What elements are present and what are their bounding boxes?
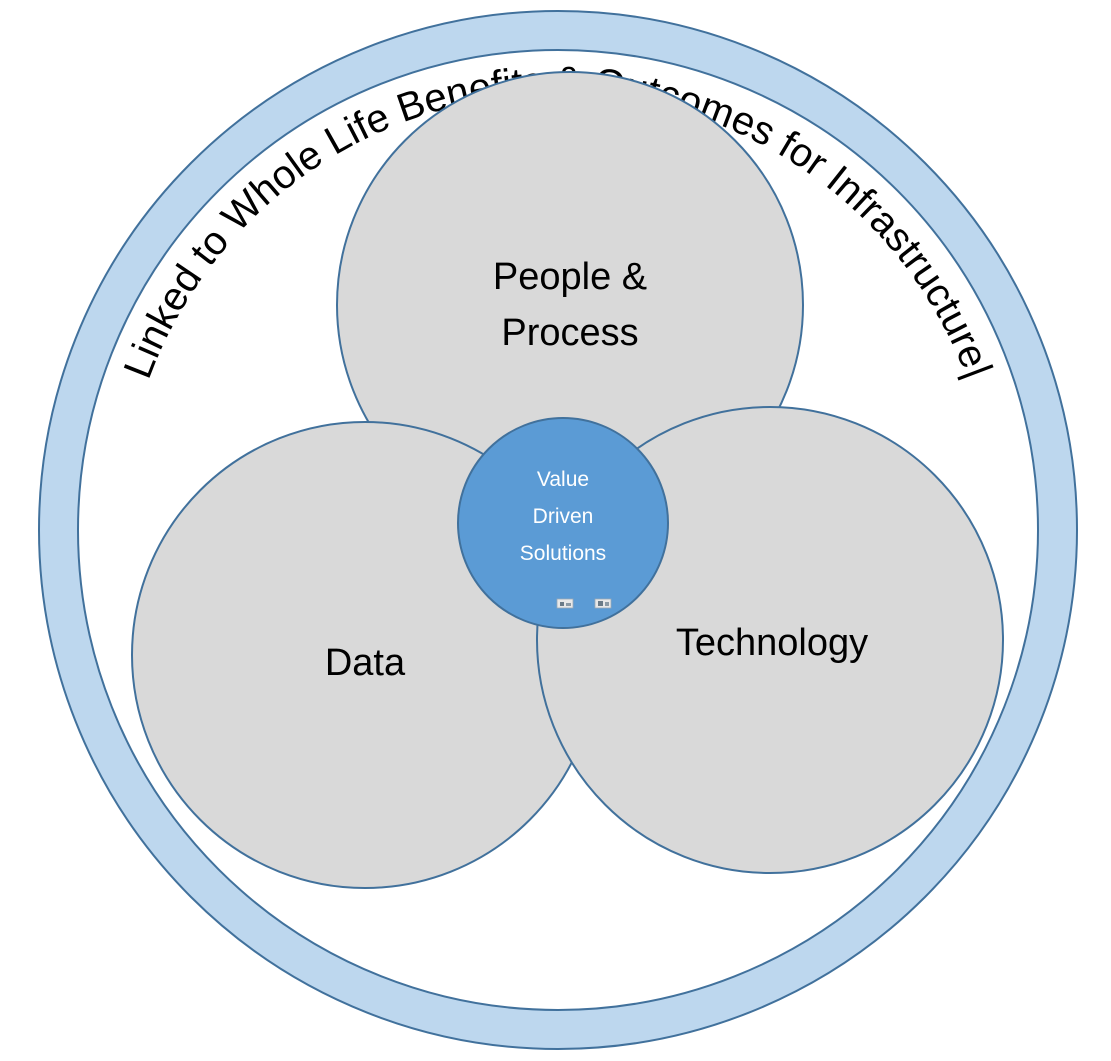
image-icon <box>594 598 612 609</box>
image-icon <box>556 598 574 609</box>
data-label: Data <box>325 642 406 684</box>
center-label-line3: Solutions <box>520 542 606 565</box>
center-label-line2: Driven <box>533 505 594 528</box>
center-circle-group: Value Driven Solutions <box>457 417 669 629</box>
people-process-label-line2: Process <box>501 312 638 354</box>
technology-label: Technology <box>676 622 868 664</box>
center-circle <box>457 417 669 629</box>
people-process-label-line1: People & <box>493 256 647 298</box>
center-label-line1: Value <box>537 468 589 491</box>
